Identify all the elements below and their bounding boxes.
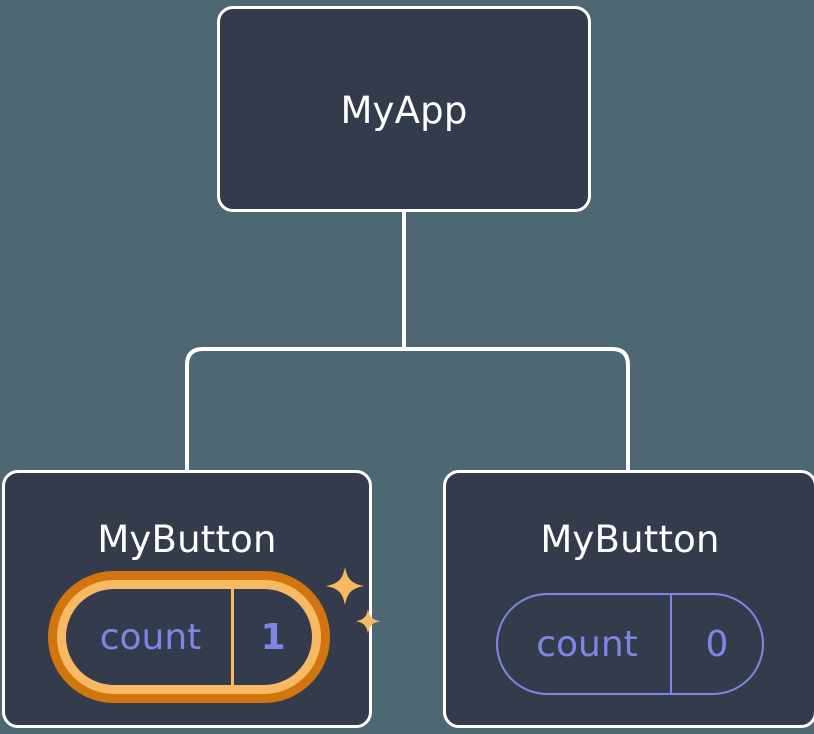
node-myapp[interactable]: MyApp <box>217 6 591 212</box>
node-title-mybutton-left: MyButton <box>97 518 277 561</box>
node-title-mybutton-right: MyButton <box>540 518 720 561</box>
node-mybutton-right[interactable]: MyButton count 0 <box>443 470 814 728</box>
state-value-label: 0 <box>705 623 729 665</box>
state-pill-inner: count 1 <box>57 580 321 694</box>
state-pill-plain[interactable]: count 0 <box>496 593 764 695</box>
state-key-label: count <box>498 595 672 693</box>
state-pill-highlighted[interactable]: count 1 <box>48 571 330 703</box>
sparkle-large-icon <box>326 567 364 605</box>
state-key-label: count <box>66 589 234 685</box>
node-title-myapp: MyApp <box>340 89 468 132</box>
node-mybutton-left[interactable]: MyButton count 1 <box>2 470 380 728</box>
state-value-label: 1 <box>260 616 286 658</box>
sparkle-small-icon <box>356 609 380 634</box>
sparkle-icon <box>326 567 380 634</box>
connector-branch-bar <box>185 347 630 470</box>
